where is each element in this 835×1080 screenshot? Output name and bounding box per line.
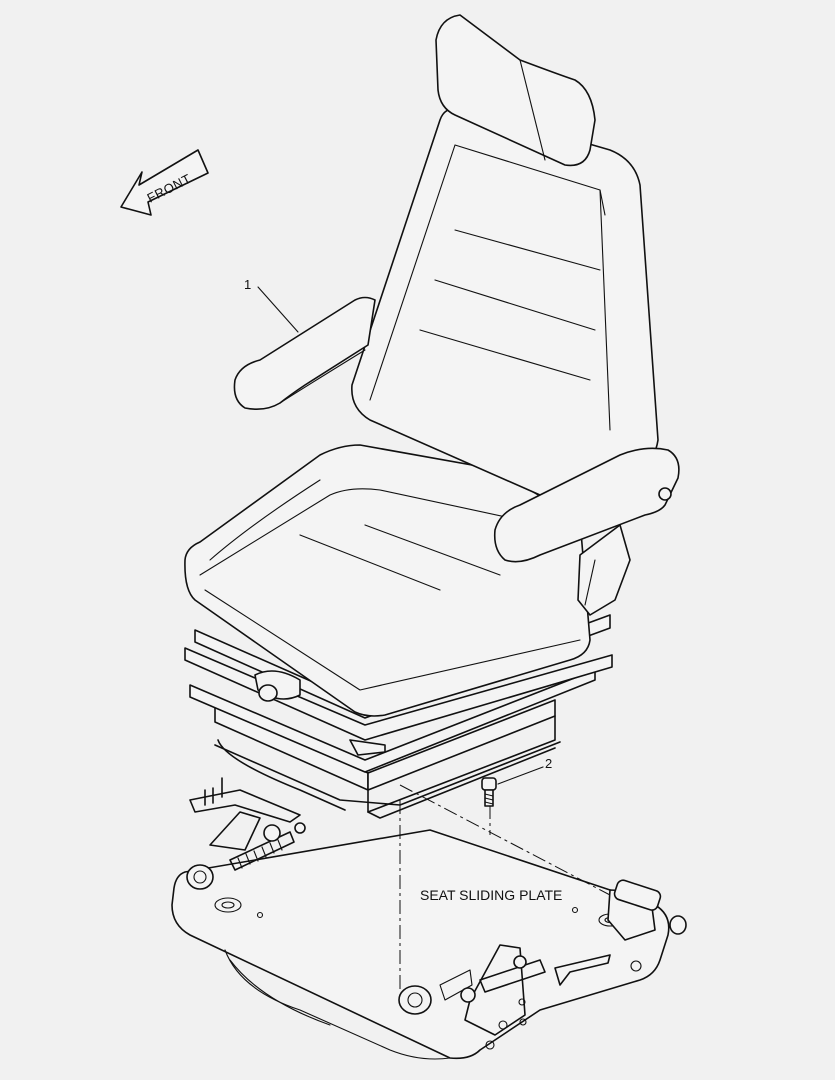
callout-1: 1 — [244, 277, 251, 292]
callout-leaders — [257, 286, 544, 785]
seat-suspension — [184, 614, 613, 819]
alignment-lines — [399, 784, 611, 990]
left-slide-mechanism — [186, 777, 306, 890]
headrest — [435, 14, 596, 167]
mounting-bolt — [481, 777, 497, 807]
right-armrest — [493, 447, 680, 616]
right-slide-mechanism — [398, 879, 687, 1050]
callout-2: 2 — [545, 756, 552, 771]
front-arrow: FRONT — [120, 149, 209, 216]
seat-backrest — [351, 106, 659, 503]
left-armrest — [233, 296, 376, 410]
seat-sliding-plate-label: SEAT SLIDING PLATE — [420, 887, 562, 903]
